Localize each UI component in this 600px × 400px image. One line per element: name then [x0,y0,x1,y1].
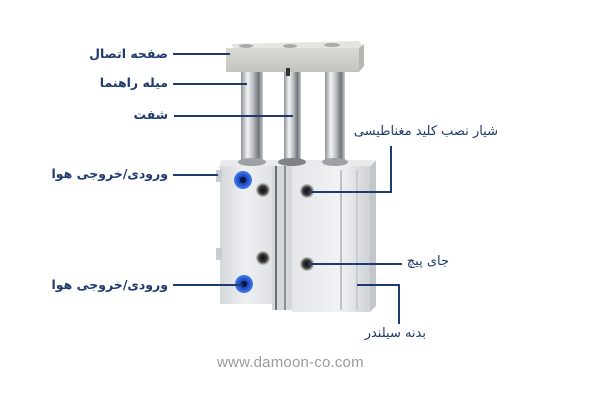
leader-screw-hole [308,263,402,265]
leader-cylinder-body-horizontal [357,284,400,286]
label-air-port-bottom: ورودی/خروجی هوا [51,277,168,292]
leader-magnetic-slot-vertical [390,146,392,192]
label-air-port-top: ورودی/خروجی هوا [51,166,168,181]
connection-plate-shape [226,41,364,72]
shaft-shape [284,72,301,164]
label-cylinder-body: بدنه سیلندر [364,326,426,341]
leader-cylinder-body-vertical [398,284,400,324]
leader-air-port-top [173,174,218,176]
label-shaft: شفت [133,107,168,122]
leader-connection-plate [173,53,230,55]
label-connection-plate: صفحه اتصال [89,46,168,61]
guide-rod-right-shape [325,72,345,164]
label-magnetic-switch-slot: شیار نصب کلید مغناطیسی [353,124,498,139]
label-guide-rod: میله راهنما [99,75,168,90]
watermark-url: www.damoon-co.com [217,354,364,371]
leader-magnetic-slot-horizontal [308,191,392,193]
leader-shaft [174,115,293,117]
leader-air-port-bottom [173,284,243,286]
leader-guide-rod [173,83,247,85]
label-screw-hole: جای پیچ [406,254,449,269]
guide-rod-left-shape [241,72,263,164]
